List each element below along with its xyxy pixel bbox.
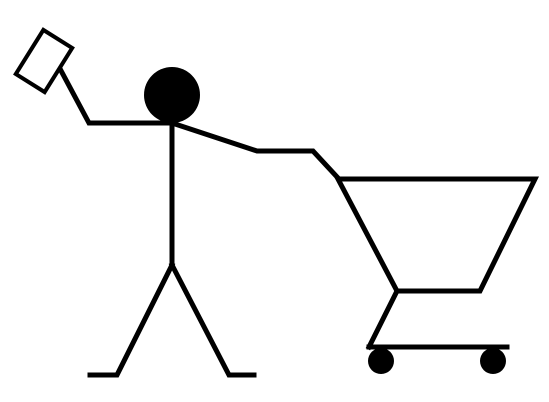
cart-wheel-left <box>368 348 394 374</box>
cart-leg <box>365 287 401 351</box>
stick-figure-icon <box>54 61 342 378</box>
shopping-cart-icon <box>333 176 540 374</box>
figure-right-arm <box>168 119 342 182</box>
phone-icon <box>13 27 75 95</box>
cart-wheel-right <box>480 348 506 374</box>
phone-body <box>13 27 75 95</box>
figure-left-arm <box>54 61 175 126</box>
figure-left-leg <box>87 261 176 378</box>
cart-basket <box>333 176 540 294</box>
figure-right-leg <box>168 261 257 378</box>
figure-head <box>144 67 200 123</box>
